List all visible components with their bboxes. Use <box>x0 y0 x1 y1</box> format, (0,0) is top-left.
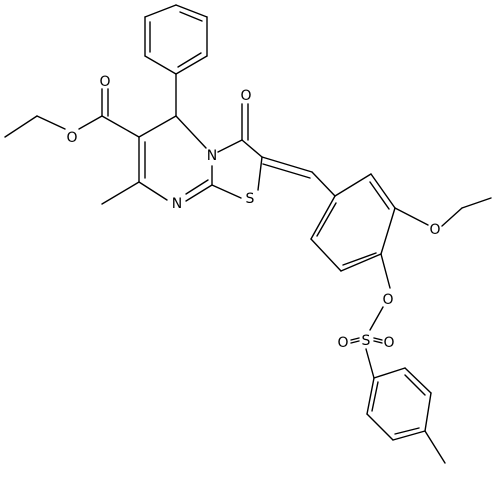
atom-sulfonate-O-link: O <box>382 292 393 308</box>
atom-labels: O N N S O O O O S O O <box>66 74 440 351</box>
atom-sulfonyl-O-left: O <box>337 335 348 351</box>
atom-carbonyl-O: O <box>240 88 251 104</box>
atom-ester-O-ether: O <box>66 130 77 146</box>
atom-imine-N: N <box>172 196 182 212</box>
atom-sulfonyl-S: S <box>362 333 371 349</box>
atom-ring-N: N <box>207 148 217 164</box>
atom-ester-O-carbonyl: O <box>99 74 110 90</box>
atom-thiazole-S: S <box>246 191 255 207</box>
bonds <box>4 4 492 464</box>
atom-ethoxy-O: O <box>429 222 440 238</box>
atom-sulfonyl-O-right: O <box>383 335 394 351</box>
